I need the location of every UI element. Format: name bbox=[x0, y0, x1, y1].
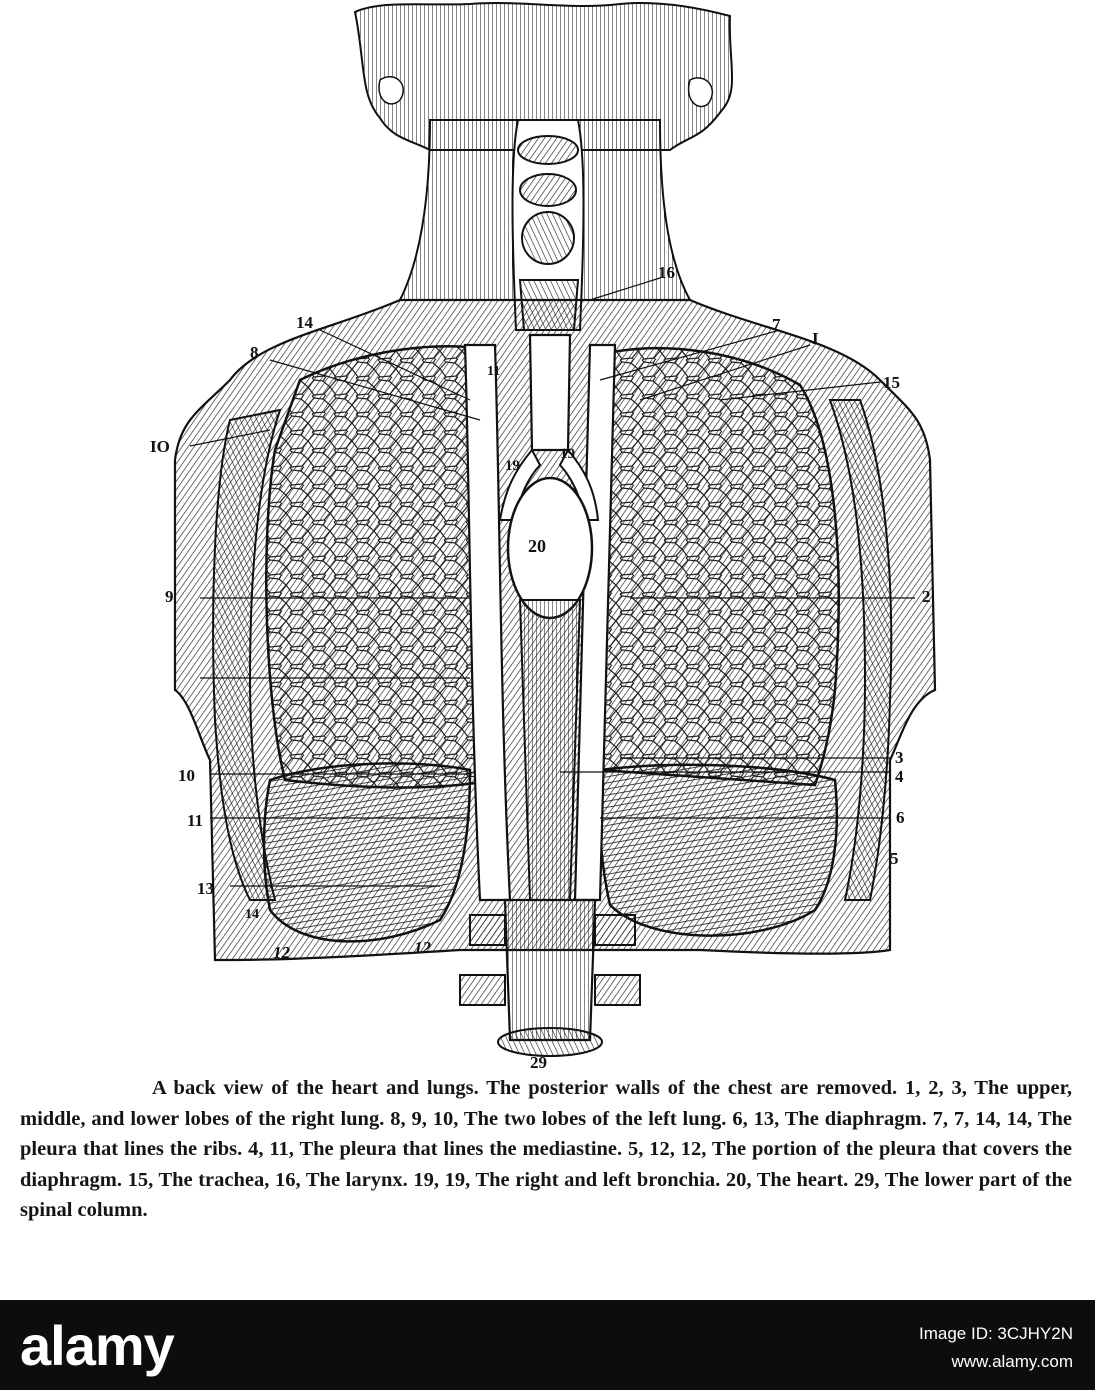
label-4: 4 bbox=[895, 767, 904, 786]
mediastinum bbox=[459, 333, 641, 1057]
label-29: 29 bbox=[530, 1053, 547, 1070]
label-10-top: IO bbox=[150, 437, 170, 456]
leader-lines bbox=[189, 277, 915, 887]
label-5: 5 bbox=[890, 849, 899, 868]
label-14-top: 14 bbox=[296, 313, 314, 332]
label-1: I bbox=[812, 329, 819, 348]
label-11-top: 11 bbox=[487, 364, 500, 379]
caption-text: A back view of the heart and lungs. The … bbox=[20, 1077, 1072, 1221]
right-lung bbox=[596, 347, 840, 787]
label-12-right: 12 bbox=[414, 938, 432, 957]
image-id: Image ID: 3CJHY2N bbox=[919, 1324, 1073, 1343]
label-14-bottom: 14 bbox=[245, 907, 259, 922]
label-6: 6 bbox=[896, 808, 905, 827]
label-9: 9 bbox=[165, 587, 174, 606]
label-15: 15 bbox=[883, 373, 900, 392]
site-url: www.alamy.com bbox=[951, 1352, 1073, 1371]
head-hair bbox=[353, 1, 734, 151]
figure-labels: 16 14 7 I 8 15 11 IO 19 19 20 9 2 3 10 4… bbox=[150, 263, 931, 1070]
label-16: 16 bbox=[658, 263, 675, 282]
label-11-bottom: 11 bbox=[187, 811, 203, 830]
label-19-right: 19 bbox=[560, 446, 575, 462]
label-12-left: 12 bbox=[273, 943, 291, 962]
label-2: 2 bbox=[922, 587, 931, 606]
left-lung bbox=[265, 345, 497, 789]
label-20: 20 bbox=[528, 536, 546, 556]
alamy-logo: alamy bbox=[20, 1314, 175, 1377]
label-19-left: 19 bbox=[505, 458, 520, 474]
stock-footer-bar: alamy Image ID: 3CJHY2N www.alamy.com bbox=[0, 1300, 1095, 1390]
label-8: 8 bbox=[250, 343, 259, 362]
diaphragm bbox=[262, 762, 839, 943]
label-7: 7 bbox=[772, 315, 781, 334]
label-3: 3 bbox=[895, 748, 904, 767]
anatomical-engraving: 16 14 7 I 8 15 11 IO 19 19 20 9 2 3 10 4… bbox=[150, 1, 937, 1070]
neck bbox=[398, 119, 692, 331]
figure-caption: A back view of the heart and lungs. The … bbox=[20, 1073, 1072, 1226]
label-10-bottom: 10 bbox=[178, 766, 195, 785]
label-13: 13 bbox=[197, 879, 214, 898]
